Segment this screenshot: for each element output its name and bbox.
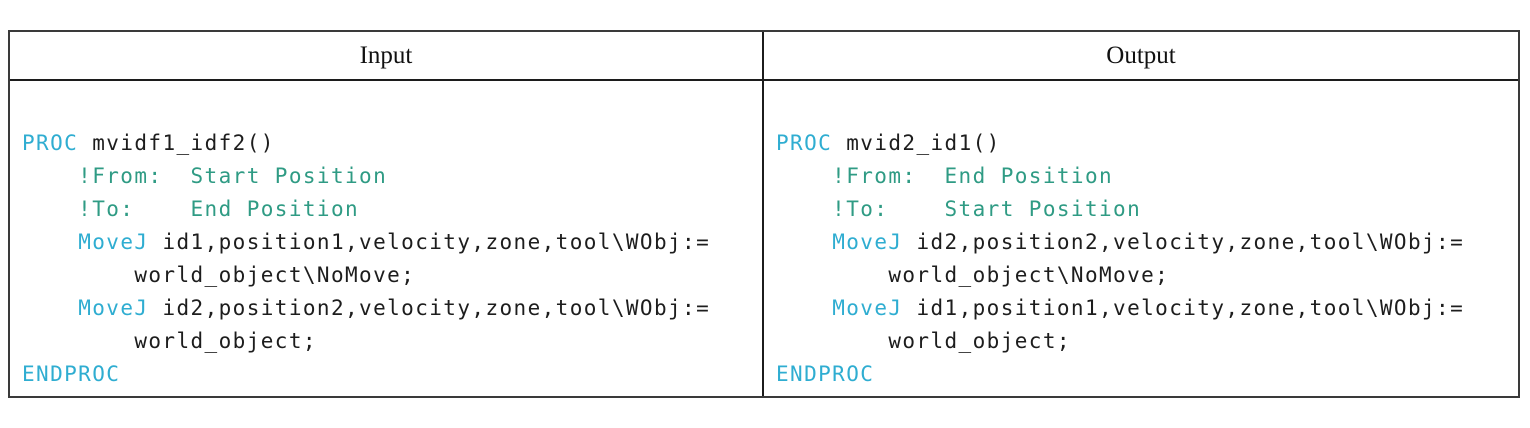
code-line: ENDPROC xyxy=(22,358,756,391)
code-line: MoveJ id1,position1,velocity,zone,tool\W… xyxy=(776,292,1512,325)
code-token-keyword: MoveJ xyxy=(832,296,903,320)
code-token-keyword: ENDPROC xyxy=(776,362,875,386)
output-code-block: PROC mvid2_id1() !From: End Position !To… xyxy=(776,127,1512,391)
code-line: !From: Start Position xyxy=(22,160,756,193)
code-token-plain: id1,position1,velocity,zone,tool\WObj:= xyxy=(148,230,711,254)
code-token-plain: id2,position2,velocity,zone,tool\WObj:= xyxy=(148,296,711,320)
code-token-plain: world_object; xyxy=(22,329,317,353)
code-line: world_object\NoMove; xyxy=(22,259,756,292)
code-token-plain: world_object\NoMove; xyxy=(22,263,416,287)
code-token-plain: world_object; xyxy=(776,329,1071,353)
code-token-comment: !To: Start Position xyxy=(776,197,1142,221)
code-token-plain xyxy=(22,230,78,254)
output-code-cell: PROC mvid2_id1() !From: End Position !To… xyxy=(764,81,1518,396)
column-header-input: Input xyxy=(10,32,764,79)
code-token-comment: !To: End Position xyxy=(22,197,360,221)
code-token-plain: id1,position1,velocity,zone,tool\WObj:= xyxy=(902,296,1465,320)
code-token-plain: mvid2_id1() xyxy=(832,131,1001,155)
code-token-comment: !From: End Position xyxy=(776,164,1114,188)
code-token-keyword: MoveJ xyxy=(78,230,149,254)
code-line: MoveJ id1,position1,velocity,zone,tool\W… xyxy=(22,226,756,259)
code-line: MoveJ id2,position2,velocity,zone,tool\W… xyxy=(776,226,1512,259)
code-token-keyword: MoveJ xyxy=(832,230,903,254)
code-token-plain: mvidf1_idf2() xyxy=(78,131,275,155)
code-line: world_object; xyxy=(22,325,756,358)
code-token-plain: id2,position2,velocity,zone,tool\WObj:= xyxy=(902,230,1465,254)
table-body-row: PROC mvidf1_idf2() !From: Start Position… xyxy=(10,81,1518,396)
code-line: PROC mvid2_id1() xyxy=(776,127,1512,160)
code-token-plain xyxy=(776,296,832,320)
code-token-plain: world_object\NoMove; xyxy=(776,263,1170,287)
code-token-keyword: PROC xyxy=(776,131,833,155)
code-line: !From: End Position xyxy=(776,160,1512,193)
table-header-row: Input Output xyxy=(10,32,1518,81)
code-token-keyword: ENDPROC xyxy=(22,362,121,386)
code-token-keyword: MoveJ xyxy=(78,296,149,320)
code-line: world_object\NoMove; xyxy=(776,259,1512,292)
code-token-comment: !From: Start Position xyxy=(22,164,388,188)
code-token-plain xyxy=(776,230,832,254)
input-code-block: PROC mvidf1_idf2() !From: Start Position… xyxy=(22,127,756,391)
code-line: ENDPROC xyxy=(776,358,1512,391)
input-output-comparison-table: Input Output PROC mvidf1_idf2() !From: S… xyxy=(8,30,1520,398)
code-line: world_object; xyxy=(776,325,1512,358)
code-token-keyword: PROC xyxy=(22,131,79,155)
code-line: !To: Start Position xyxy=(776,193,1512,226)
code-token-plain xyxy=(22,296,78,320)
input-code-cell: PROC mvidf1_idf2() !From: Start Position… xyxy=(10,81,764,396)
code-line: PROC mvidf1_idf2() xyxy=(22,127,756,160)
column-header-output: Output xyxy=(1106,41,1176,69)
code-line: MoveJ id2,position2,velocity,zone,tool\W… xyxy=(22,292,756,325)
code-line: !To: End Position xyxy=(22,193,756,226)
